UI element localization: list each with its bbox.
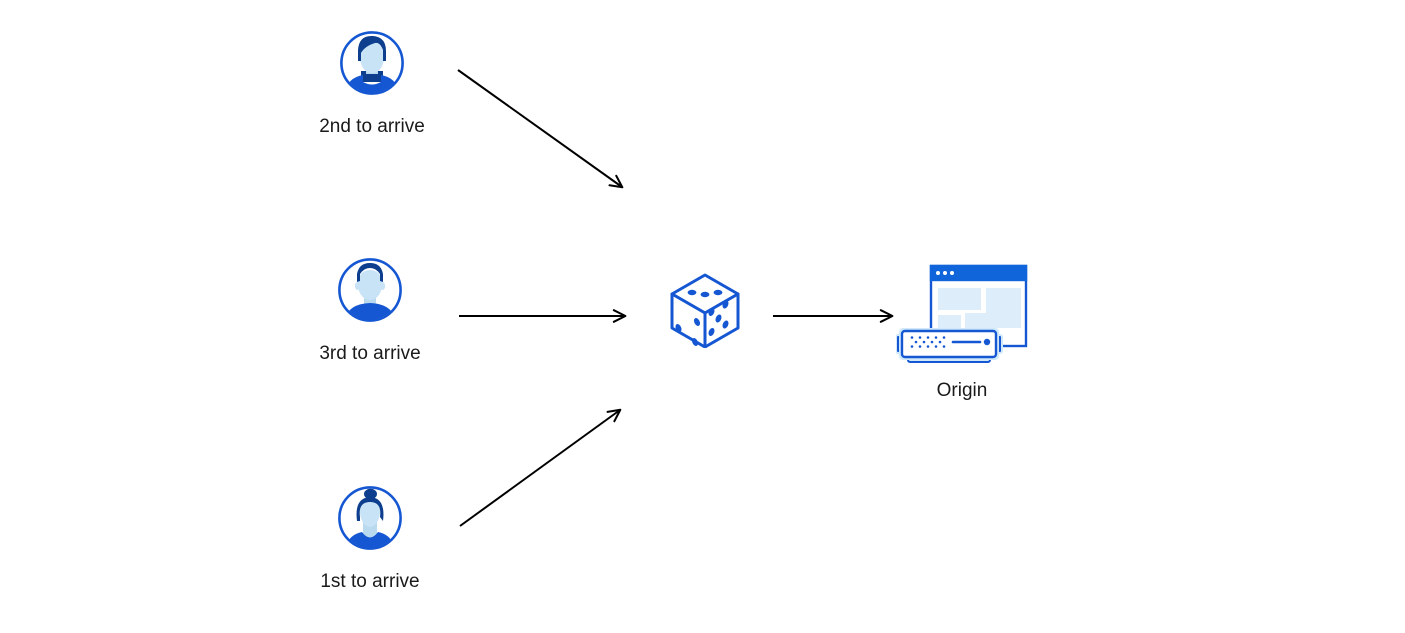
avatar-man-short-hair-icon: [338, 258, 402, 322]
server-icon: [896, 328, 1003, 363]
user-label-1st-to-arrive: 1st to arrive: [320, 571, 420, 592]
dice-node: [668, 272, 742, 348]
arrow-user1st-to-dice: [459, 408, 622, 527]
user-node-3rd-to-arrive: 3rd to arrive: [285, 257, 455, 364]
dice-icon: [670, 273, 740, 348]
user-label-3rd-to-arrive: 3rd to arrive: [319, 343, 421, 364]
avatar-man-swept-hair-icon: [340, 31, 404, 95]
avatar-woman-bun-icon: [338, 486, 402, 550]
origin-label: Origin: [936, 380, 988, 401]
origin-server-browser-icon: [896, 264, 1028, 363]
user-node-2nd-to-arrive: 2nd to arrive: [287, 30, 457, 137]
user-label-2nd-to-arrive: 2nd to arrive: [319, 116, 425, 137]
user-node-1st-to-arrive: 1st to arrive: [285, 485, 455, 592]
arrow-user2nd-to-dice: [457, 69, 624, 189]
server-vent-dots: [910, 336, 946, 348]
origin-node: Origin: [896, 264, 1028, 401]
